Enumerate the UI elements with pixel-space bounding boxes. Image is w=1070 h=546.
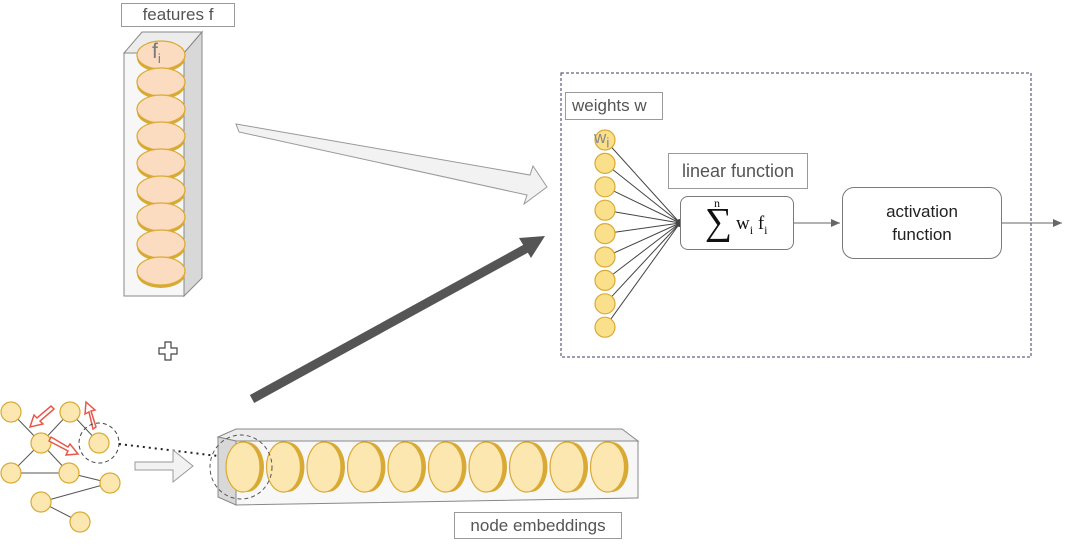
weight-node [594,199,616,221]
weight-connection [604,222,681,281]
activation-line-1: activation [886,202,958,221]
embedding-disc [306,441,342,493]
message-arrow [48,435,80,456]
embedding-disc [427,441,464,493]
weight-symbol: wi [594,128,610,152]
graph-node [99,472,121,494]
weight-node [594,269,616,291]
message-arrow [28,404,56,429]
graph-node [59,401,81,423]
activation-line-2: function [892,225,952,244]
feature-disc [136,121,186,151]
selection-link [118,443,219,457]
weight-node [594,246,616,268]
graph-node [30,491,52,513]
features-to-weights-arrow [235,123,548,206]
embedding-disc [265,441,302,493]
feature-disc [136,94,186,124]
embedding-disc [468,441,504,493]
graph-node [0,401,22,423]
feature-disc [136,148,186,178]
weight-connection [604,222,681,258]
graph-node [0,462,22,484]
weight-connection [604,163,681,224]
feature-disc [136,175,186,205]
weight-connection [604,222,681,235]
embeddings-prism [216,428,640,506]
feature-discs [136,40,186,288]
weight-connection [604,139,681,224]
graph-node [88,432,110,454]
graph-node [69,511,91,533]
embedding-disc [508,441,545,493]
selected-node-circle [78,422,120,464]
weight-connections [604,139,681,328]
sum-formula-box: n ∑ wi fi [680,196,794,250]
node-embeddings-label: node embeddings [454,512,622,539]
feature-symbol: fi [152,40,161,67]
node-graph [0,400,219,533]
sum-upper-limit: n [714,196,720,210]
weight-node [594,129,616,151]
graph-node [30,432,52,454]
linear-function-label: linear function [668,153,808,189]
embedding-disc [225,441,261,493]
weight-node [594,316,616,338]
weight-node [594,152,616,174]
activation-function-box: activation function [842,187,1002,259]
feature-disc [136,202,186,232]
embedding-highlight-circle [209,434,273,500]
weight-nodes [594,129,616,338]
weight-connection [604,222,681,305]
embedding-discs [225,441,629,493]
weight-node [594,223,616,245]
plus-icon [158,341,178,361]
feature-disc [136,40,186,70]
weight-node [594,176,616,198]
embeddings-to-weights-arrow [249,236,545,403]
embedding-disc [549,441,585,493]
sum-expression: wi fi [736,213,768,237]
embedding-disc [346,441,383,493]
graph-node [58,462,80,484]
message-arrow [84,400,97,431]
weight-node [594,293,616,315]
weight-connection [604,222,681,328]
features-label: features f [121,3,235,27]
weight-connection [604,209,681,224]
feature-disc [136,229,186,259]
network-box [560,72,1032,358]
sigma-symbol: ∑ [705,201,733,243]
graph-to-embedding-arrow [134,448,194,484]
weights-label: weights w [565,92,663,120]
weight-connection [604,186,681,224]
embedding-disc [589,441,626,493]
feature-disc [136,256,186,286]
feature-disc [136,67,186,97]
features-prism [122,30,204,298]
embedding-disc [387,441,423,493]
